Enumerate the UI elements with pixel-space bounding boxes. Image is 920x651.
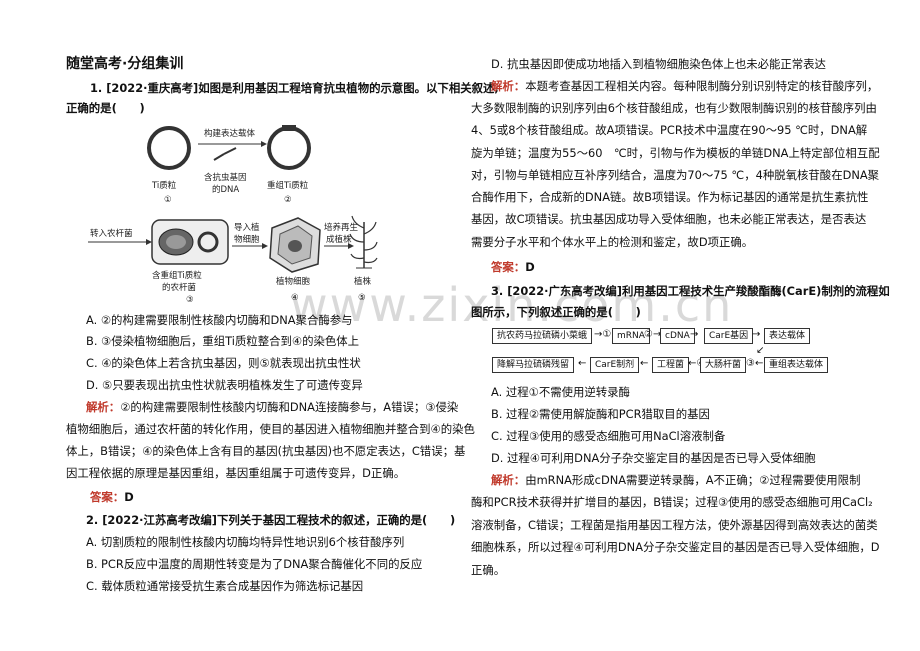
q3-explain-line-5: 正确。 [471,563,506,577]
fig-num-4: ④ [291,293,299,302]
flow-box-recomb-vector: 重组表达载体 [764,357,829,373]
q1-explain-label: 解析： [86,400,121,414]
label-insect-gene-1: 含抗虫基因 [204,172,247,183]
q2-explain-line-5: 对，引物与单链相应互补序列结合，温度为70～75 ℃，4种脱氧核苷酸在DNA聚 [471,168,880,182]
q1-explain-line-1: 解析：②的构建需要限制性核酸内切酶和DNA连接酶参与，A错误；③侵染 [86,400,458,414]
section-title: 随堂高考·分组集训 [66,56,184,72]
q3-explain-line-4: 细胞株系，所以过程④可利用DNA分子杂交鉴定目的基因是否已导入受体细胞，D [471,540,880,554]
q3-explain-text-1: 由mRNA形成cDNA需要逆转录酶，A不正确；②过程需要使用限制 [525,473,861,487]
q2-explain-line-8: 需要分子水平和个体水平上的检测和鉴定，故D项正确。 [471,235,754,249]
q2-explain-line-4: 旋为单链；温度为55～60 ℃时，引物与作为模板的单链DNA上特定部位相互配 [471,146,880,160]
q3-explain-line-3: 溶液制备，C错误；工程菌是指用基因工程方法，使外源基因得到高效表达的菌类 [471,518,878,532]
flow-step-3: ③← [746,358,764,369]
q1-option-a: A. ②的构建需要限制性核酸内切酶和DNA聚合酶参与 [86,313,353,327]
q1-answer: 答案：D [90,490,134,504]
q2-option-b: B. PCR反应中温度的周期性转变是为了DNA聚合酶催化不同的反应 [86,557,423,571]
q3-stem-line-2: 图所示，下列叙述正确的是( ) [471,305,641,319]
q2-stem: 2. [2022·江苏高考改编]下列关于基因工程技术的叙述，正确的是( ) [86,513,456,527]
q2-explain-text-1: 本题考查基因工程相关内容。每种限制酶分别识别特定的核苷酸序列， [525,79,879,93]
q2-explain-label: 解析： [491,79,526,93]
flow-box-care-agent: CarE制剂 [590,357,640,373]
label-ti-plasmid: Ti质粒 [151,180,177,191]
q1-stem-line-1: 1. [2022·重庆高考]如图是利用基因工程培育抗虫植物的示意图。以下相关叙述… [90,81,499,95]
q2-answer-label: 答案： [491,260,526,274]
label-plant: 植株 [354,276,372,287]
q2-option-c: C. 载体质粒通常接受抗生素合成基因作为筛选标记基因 [86,579,364,593]
flow-arrow-b: → [752,329,761,340]
flow-arrow-a: → [690,329,699,340]
label-culture-1: 培养再生 [324,222,359,233]
q3-option-a: A. 过程①不需使用逆转录酶 [491,385,630,399]
q3-explain-label: 解析： [491,473,526,487]
label-into-agro: 转入农杆菌 [90,228,133,239]
fig-num-1: ① [164,195,172,205]
q1-explain-line-3: 体上，B错误；④的染色体上含有目的基因(抗虫基因)也不愿定表达，C错误；基 [66,444,466,458]
q3-explain-line-2: 酶和PCR技术获得并扩增目的基因，B错误；过程③使用的感受态细胞可用CaCl₂ [471,495,873,509]
flow-box-vector: 表达载体 [764,328,811,344]
q1-answer-value: D [124,490,134,504]
flow-arrow-c: ← [578,358,587,369]
flow-box-engineered: 工程菌 [652,357,690,373]
q2-explain-line-2: 大多数限制酶的识别序列由6个核苷酸组成，也有少数限制酶识别的核苷酸序列由 [471,101,877,115]
q2-option-a: A. 切割质粒的限制性核酸内切酶均特异性地识别6个核苷酸序列 [86,535,405,549]
label-import-1: 导入植 [234,222,260,233]
q3-stem-line-1: 3. [2022·广东高考改编]利用基因工程技术生产羧酸酯酶(CarE)制剂的流… [491,284,890,298]
fig-num-2: ② [284,195,292,205]
flow-arrow-d: ← [640,358,649,369]
q2-option-d: D. 抗虫基因即使成功地插入到植物细胞染色体上也未必能正常表达 [491,57,826,71]
label-insect-gene-2: 的DNA [212,184,239,195]
q2-explain-line-1: 解析：本题考查基因工程相关内容。每种限制酶分别识别特定的核苷酸序列， [491,79,878,93]
q2-explain-line-6: 合酶作用下，合成新的DNA链。故B项错误。作为标记基因的通常是抗生素抗性 [471,190,869,204]
fig-num-3: ③ [186,295,194,302]
q1-option-c: C. ④的染色体上若含抗虫基因，则⑤就表现出抗虫性状 [86,356,361,370]
label-plant-cell: 植物细胞 [276,276,311,287]
q1-answer-label: 答案： [90,490,125,504]
q1-figure: Ti质粒 ① 构建表达载体 含抗虫基因 的DNA 重组Ti质粒 ② 转入农杆菌 … [88,125,378,302]
label-agro-1: 含重组Ti质粒 [152,270,202,281]
flow-box-degrade: 降解马拉硫磷残留 [492,357,575,373]
q3-explain-line-1: 解析：由mRNA形成cDNA需要逆转录酶，A不正确；②过程需要使用限制 [491,473,860,487]
flow-step-2: ②→ [644,329,662,340]
q3-option-c: C. 过程③使用的感受态细胞可用NaCl溶液制备 [491,429,726,443]
q2-explain-line-7: 基因，故C项错误。抗虫基因成功导入受体细胞，也未必能正常表达，是否表达 [471,212,867,226]
flow-box-moth: 抗农药马拉硫磷小菜蛾 [492,328,593,344]
label-build-vector: 构建表达载体 [204,128,256,139]
flow-step-1: →① [594,329,612,340]
label-culture-2: 成植株 [326,234,352,245]
watermark: www.zixin.com.cn [290,278,734,332]
flow-arrow-down: ↙ [756,345,765,356]
q2-explain-line-3: 4、5或8个核苷酸组成。故A项错误。PCR技术中温度在90～95 ℃时，DNA解 [471,123,868,137]
q2-answer: 答案：D [491,260,535,274]
label-agro-2: 的农杆菌 [162,282,196,293]
fig-num-5: ⑤ [358,293,366,302]
q2-answer-value: D [525,260,535,274]
flow-box-cdna: cDNA [660,328,695,344]
q3-option-b: B. 过程②需使用解旋酶和PCR猎取目的基因 [491,407,710,421]
q1-explain-text-1: ②的构建需要限制性核酸内切酶和DNA连接酶参与，A错误；③侵染 [120,400,459,414]
label-recomb-ti: 重组Ti质粒 [267,180,309,191]
flow-box-care-gene: CarE基因 [704,328,754,344]
q1-stem-line-2: 正确的是( ) [66,101,145,115]
q1-option-d: D. ⑤只要表现出抗虫性状就表明植株发生了可遗传变异 [86,378,363,392]
q1-explain-line-2: 植物细胞后，通过农杆菌的转化作用，使目的基因进入植物细胞并整合到④的染色 [66,422,475,436]
q1-explain-line-4: 因工程依据的原理是基因重组，基因重组属于可遗传变异，D正确。 [66,466,406,480]
flow-box-mrna: mRNA [612,328,650,344]
q1-option-b: B. ③侵染植物细胞后，重组Ti质粒整合到④的染色体上 [86,334,360,348]
flow-box-ecoli: 大肠杆菌 [700,357,747,373]
label-import-2: 物细胞 [234,234,260,245]
q3-option-d: D. 过程④可利用DNA分子杂交鉴定目的基因是否已导入受体细胞 [491,451,816,465]
